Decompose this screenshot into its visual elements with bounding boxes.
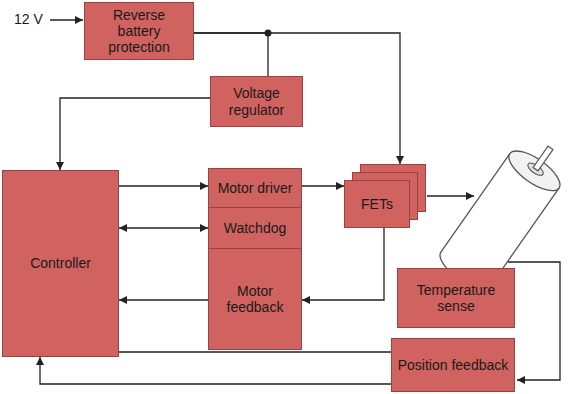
box-label: Controller bbox=[30, 255, 91, 271]
feedback-box: Position feedback bbox=[391, 338, 515, 392]
signal-connector bbox=[119, 299, 208, 300]
box-label: Motor feedback bbox=[214, 283, 296, 315]
controller-box: Controller bbox=[2, 170, 119, 357]
protection-box: Reverse battery protection bbox=[84, 2, 194, 60]
box-label: Temperature sense bbox=[403, 282, 509, 314]
signal-connector bbox=[72, 352, 391, 357]
box-label: Position feedback bbox=[398, 357, 509, 373]
supply-label: 12 V bbox=[14, 11, 43, 27]
signal-connector bbox=[40, 357, 391, 384]
supply-arrow bbox=[50, 19, 83, 20]
signal-connector bbox=[302, 228, 384, 300]
regulator-box: Voltage regulator bbox=[210, 76, 303, 127]
signal-connector bbox=[194, 33, 268, 76]
fet-stack: FETs bbox=[344, 164, 426, 228]
driver-box: Motor driver bbox=[208, 168, 302, 208]
sensor-box: Temperature sense bbox=[397, 268, 515, 328]
motor-sense-arrow bbox=[508, 262, 560, 380]
motor-drive-arrow bbox=[427, 195, 474, 196]
box-label: Reverse battery protection bbox=[90, 7, 188, 55]
signal-connector bbox=[119, 227, 208, 228]
box-label: Watchdog bbox=[224, 220, 287, 236]
feedback-box: Motor feedback bbox=[208, 248, 302, 350]
signal-connector bbox=[302, 185, 344, 186]
signal-connector bbox=[119, 185, 208, 186]
box-label: Motor driver bbox=[218, 180, 293, 196]
signal-connector bbox=[60, 98, 210, 170]
watchdog-box: Watchdog bbox=[208, 207, 302, 249]
box-label: FETs bbox=[361, 196, 393, 212]
box-label: Voltage regulator bbox=[216, 85, 297, 117]
fet-front-box: FETs bbox=[344, 180, 410, 228]
signal-connector bbox=[194, 33, 400, 164]
